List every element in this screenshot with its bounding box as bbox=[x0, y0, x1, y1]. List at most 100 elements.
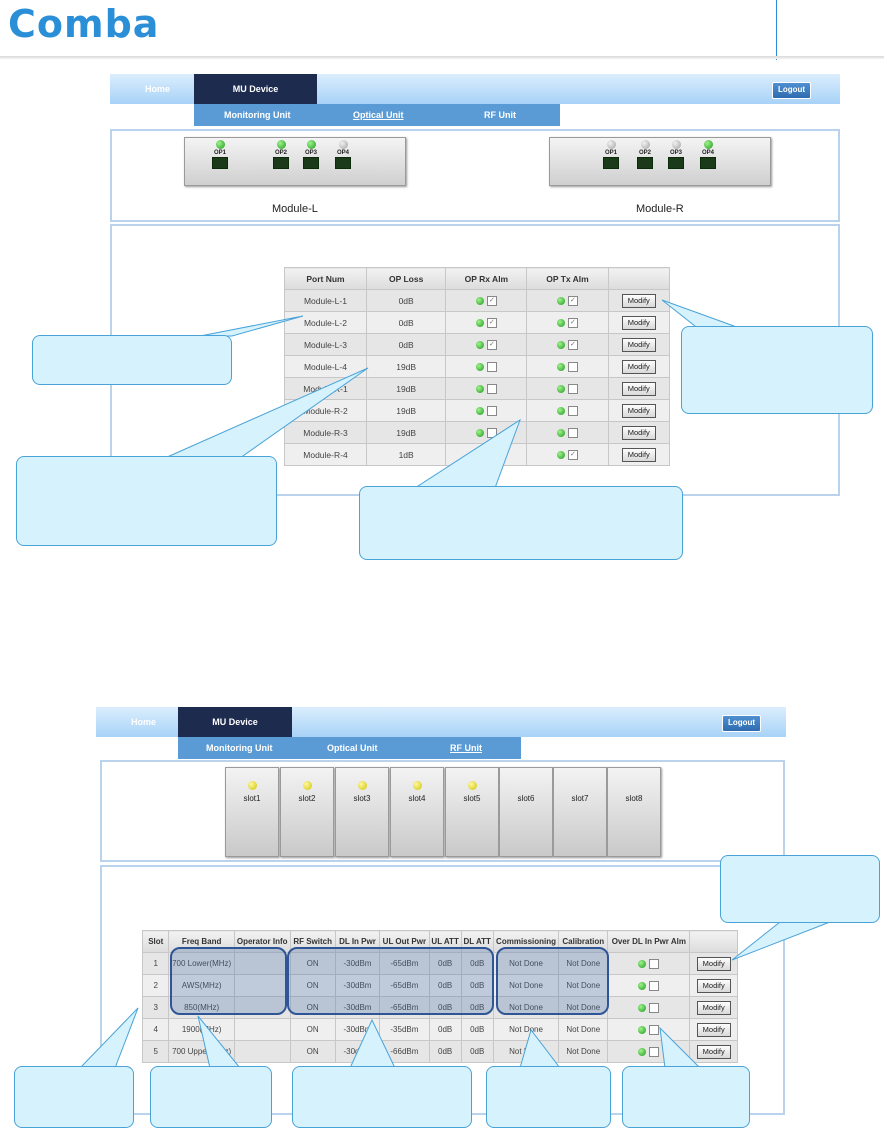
module-r-box[interactable]: OP1 OP2 OP3 OP4 bbox=[549, 137, 771, 186]
nav-home[interactable]: Home bbox=[130, 717, 156, 727]
checkbox[interactable] bbox=[486, 405, 497, 416]
status-led-icon bbox=[638, 981, 647, 990]
modify-button[interactable]: Modify bbox=[621, 425, 656, 440]
slot-label: slot5 bbox=[463, 794, 481, 803]
slot-card-4[interactable]: slot4 bbox=[390, 767, 444, 857]
op-label: OP4 bbox=[336, 150, 349, 156]
checkbox[interactable] bbox=[649, 1002, 660, 1013]
checkbox[interactable] bbox=[486, 361, 497, 372]
checkbox[interactable] bbox=[567, 405, 578, 416]
module-l-box[interactable]: OP1 OP2 OP3 OP4 bbox=[184, 137, 406, 186]
op3-item[interactable]: OP3 bbox=[301, 140, 321, 169]
module-l-name: Module-L bbox=[272, 203, 318, 215]
modify-button[interactable]: Modify bbox=[696, 1000, 731, 1015]
op-loss-cell: 19dB bbox=[365, 399, 447, 422]
checkbox[interactable] bbox=[567, 427, 578, 438]
dl-att-cell: 0dB bbox=[460, 1018, 494, 1041]
slot-card-3[interactable]: slot3 bbox=[335, 767, 389, 857]
checkbox[interactable] bbox=[649, 1046, 660, 1057]
op-label: OP1 bbox=[213, 150, 226, 156]
checkbox[interactable] bbox=[649, 1024, 660, 1035]
col-over-dl-in-pwr-alm: Over DL In Pwr Alm bbox=[607, 930, 691, 953]
slot-card-1[interactable]: slot1 bbox=[225, 767, 279, 857]
checkbox[interactable]: ✓ bbox=[567, 295, 578, 306]
status-led-icon bbox=[338, 140, 348, 149]
op-tx-alm-cell bbox=[526, 399, 609, 422]
subnav-monitoring-unit[interactable]: Monitoring Unit bbox=[224, 110, 291, 120]
slot-label: slot3 bbox=[353, 794, 371, 803]
checkbox[interactable]: ✓ bbox=[486, 295, 497, 306]
status-led-icon bbox=[556, 406, 565, 415]
checkbox[interactable] bbox=[649, 958, 660, 969]
modify-button[interactable]: Modify bbox=[621, 403, 656, 418]
slot-card-5[interactable]: slot5 bbox=[445, 767, 499, 857]
operator-info-cell bbox=[233, 1040, 291, 1063]
logout-button[interactable]: Logout bbox=[722, 715, 762, 732]
modify-button[interactable]: Modify bbox=[621, 447, 656, 462]
modify-button[interactable]: Modify bbox=[696, 956, 731, 971]
slot-card-2[interactable]: slot2 bbox=[280, 767, 334, 857]
modify-button[interactable]: Modify bbox=[621, 315, 656, 330]
checkbox[interactable] bbox=[486, 383, 497, 394]
status-led-icon bbox=[247, 781, 257, 790]
checkbox[interactable]: ✓ bbox=[486, 317, 497, 328]
op-tx-alm-cell: ✓ bbox=[526, 333, 609, 356]
op-label: OP4 bbox=[701, 150, 714, 156]
modify-button[interactable]: Modify bbox=[621, 337, 656, 352]
op-tx-alm-cell bbox=[526, 355, 609, 378]
nav-mu-device[interactable]: MU Device bbox=[194, 74, 317, 104]
op1-item[interactable]: OP1 bbox=[210, 140, 230, 169]
op4-item[interactable]: OP4 bbox=[333, 140, 353, 169]
action-cell: Modify bbox=[607, 355, 671, 378]
op2-item[interactable]: OP2 bbox=[635, 140, 655, 169]
port-num-cell: Module-L-3 bbox=[284, 333, 367, 356]
callout-box-freq bbox=[150, 1066, 272, 1128]
slot-card-8[interactable]: slot8 bbox=[607, 767, 661, 857]
nav-home[interactable]: Home bbox=[144, 84, 170, 94]
checkbox[interactable]: ✓ bbox=[567, 449, 578, 460]
slot-card-7[interactable]: slot7 bbox=[553, 767, 607, 857]
subnav-monitoring-unit[interactable]: Monitoring Unit bbox=[206, 743, 273, 753]
checkbox[interactable]: ✓ bbox=[486, 339, 497, 350]
op3-item[interactable]: OP3 bbox=[666, 140, 686, 169]
status-led-icon bbox=[556, 318, 565, 327]
modify-button[interactable]: Modify bbox=[696, 1044, 731, 1059]
logout-button[interactable]: Logout bbox=[772, 82, 812, 99]
slot-card-6[interactable]: slot6 bbox=[499, 767, 553, 857]
port-num-cell: Module-R-4 bbox=[284, 443, 367, 466]
nav-mu-device[interactable]: MU Device bbox=[178, 707, 292, 737]
callout-pointer bbox=[199, 315, 304, 337]
modify-button[interactable]: Modify bbox=[696, 978, 731, 993]
status-led-icon bbox=[703, 140, 713, 149]
highlight-freq-operator bbox=[170, 947, 287, 1015]
checkbox[interactable] bbox=[486, 427, 497, 438]
subnav-rf-unit[interactable]: RF Unit bbox=[484, 110, 516, 120]
subnav-optical-unit[interactable]: Optical Unit bbox=[327, 743, 378, 753]
checkbox[interactable] bbox=[567, 361, 578, 372]
modify-button[interactable]: Modify bbox=[696, 1022, 731, 1037]
op-tx-alm-cell bbox=[526, 377, 609, 400]
op4-item[interactable]: OP4 bbox=[698, 140, 718, 169]
callout-pointer bbox=[659, 1026, 702, 1069]
header-rule bbox=[0, 56, 884, 59]
subnav-optical-unit[interactable]: Optical Unit bbox=[353, 110, 404, 120]
op1-item[interactable]: OP1 bbox=[601, 140, 621, 169]
checkbox[interactable] bbox=[649, 980, 660, 991]
checkbox[interactable]: ✓ bbox=[567, 339, 578, 350]
modify-button[interactable]: Modify bbox=[621, 359, 656, 374]
table-header-row: Port Num OP Loss OP Rx Alm OP Tx Alm bbox=[284, 267, 671, 290]
checkbox[interactable]: ✓ bbox=[567, 317, 578, 328]
op2-item[interactable]: OP2 bbox=[271, 140, 291, 169]
status-led-icon bbox=[475, 406, 484, 415]
modify-button[interactable]: Modify bbox=[621, 293, 656, 308]
checkbox[interactable] bbox=[567, 383, 578, 394]
callout-pointer bbox=[519, 1028, 562, 1069]
modify-button[interactable]: Modify bbox=[621, 381, 656, 396]
op-rx-alm-cell: ✓ bbox=[445, 333, 528, 356]
port-num-cell: Module-L-4 bbox=[284, 355, 367, 378]
subnav-rf-unit[interactable]: RF Unit bbox=[450, 743, 482, 753]
